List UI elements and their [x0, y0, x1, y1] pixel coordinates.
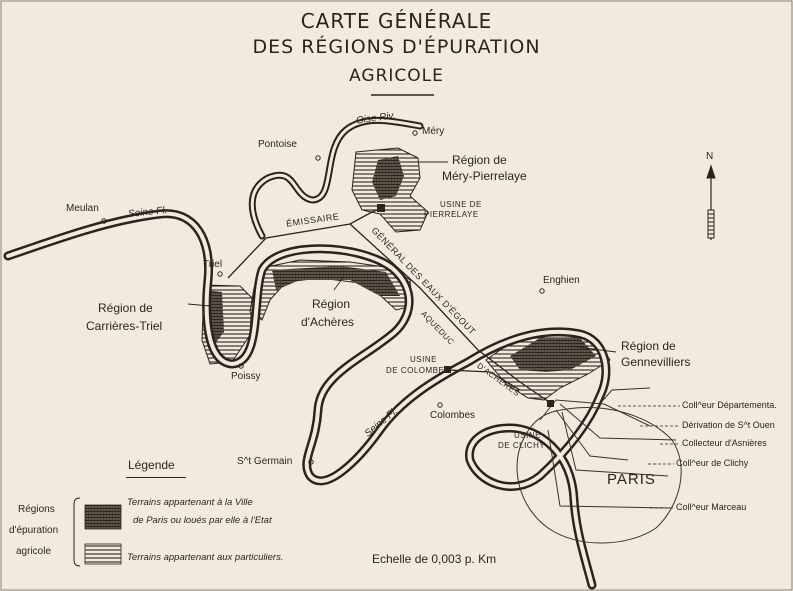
usine-pierrelaye-line-1: USINE DE: [440, 200, 482, 209]
usine-clichy-line-2: DE CLICHY: [498, 441, 546, 450]
mery-pierrelaye-owned: [372, 156, 404, 200]
region-mery-line-1: Région de: [452, 153, 507, 167]
triel-label: Triel: [203, 259, 223, 270]
usine-clichy-line-1: USINE: [514, 431, 541, 440]
aqueduct-line: [349, 223, 553, 405]
region-gennevilliers-line-1: Région de: [621, 339, 676, 353]
usine-colombes-link: [447, 369, 521, 391]
legend-swatch-owned: [84, 504, 122, 530]
emissaire-line: [227, 211, 373, 279]
st-germain-label: S^t Germain: [237, 456, 293, 467]
north-label: N: [706, 151, 714, 162]
meulan-label: Meulan: [66, 203, 99, 214]
usine-clichy-marker: [547, 400, 554, 407]
region-carrieres-line-1: Région de: [98, 301, 153, 315]
legend-item-1-line-2: de Paris ou loués par elle à l'Etat: [133, 515, 272, 526]
collector-marceau-label: Coll^eur Marceau: [676, 502, 747, 512]
usine-colombes-marker: [444, 366, 451, 373]
enghien-dot: [539, 288, 545, 294]
label-leaders: [187, 161, 617, 353]
legend-group-line-2: d'épuration: [9, 525, 59, 536]
legend-item-2: Terrains appartenant aux particuliers.: [127, 552, 284, 563]
colombes-dot: [437, 402, 443, 408]
oise-river: [248, 116, 424, 240]
seine-river: [3, 209, 611, 590]
poissy-dot: [238, 363, 244, 369]
factory-markers: [377, 204, 554, 407]
mery-label: Méry: [422, 126, 445, 137]
map-title-line-1: CARTE GÉNÉRALE: [300, 9, 493, 33]
scale-label: Echelle de 0,003 p. Km: [372, 552, 497, 566]
mery-dot: [412, 130, 418, 136]
usine-pierrelaye-line-2: PIERRELAYE: [424, 210, 479, 219]
region-mery-line-2: Méry-Pierrelaye: [442, 169, 527, 183]
legend-item-1-line-1: Terrains appartenant à la Ville: [127, 497, 253, 508]
collector-clichy-label: Coll^eur de Clichy: [676, 458, 749, 468]
collector-leaders: [618, 405, 680, 509]
st-germain-dot: [308, 459, 314, 465]
region-acheres-line-1: Région: [312, 297, 351, 311]
legend-group-line-3: agricole: [16, 546, 52, 557]
region-gennevilliers-line-2: Gennevilliers: [621, 355, 691, 369]
meulan-dot: [101, 218, 107, 224]
north-arrow-icon: [706, 164, 716, 240]
usine-pierrelaye-marker: [377, 204, 385, 212]
region-carrieres-line-2: Carrières-Triel: [86, 319, 163, 333]
collector-asnieres-label: Collecteur d'Asnières: [682, 438, 767, 448]
acheres-owned: [272, 266, 400, 296]
paris-label: PARIS: [607, 471, 656, 488]
enghien-label: Enghien: [543, 275, 580, 286]
legend-group-line-1: Régions: [18, 504, 55, 515]
triel-dot: [217, 271, 223, 277]
pontoise-label: Pontoise: [258, 139, 297, 150]
collector-derivation-label: Dérivation de S^t Ouen: [682, 420, 775, 430]
region-acheres-line-2: d'Achères: [301, 315, 354, 329]
usine-colombes-line-2: DE COLOMBES: [386, 366, 451, 375]
usine-colombes-line-1: USINE: [410, 355, 437, 364]
legend-heading: Légende: [128, 458, 175, 472]
map-title-line-2: DES RÉGIONS D'ÉPURATION: [252, 36, 541, 58]
map-title-line-3: AGRICOLE: [349, 66, 444, 86]
poissy-label: Poissy: [231, 371, 261, 382]
town-dots: [101, 130, 545, 465]
collector-departemental-label: Coll^eur Départementa.: [682, 400, 777, 410]
pontoise-dot: [315, 155, 321, 161]
legend-graphics: [73, 477, 186, 567]
legend-swatch-private: [84, 543, 122, 565]
paris-outline: [516, 387, 682, 544]
colombes-label: Colombes: [430, 410, 476, 421]
